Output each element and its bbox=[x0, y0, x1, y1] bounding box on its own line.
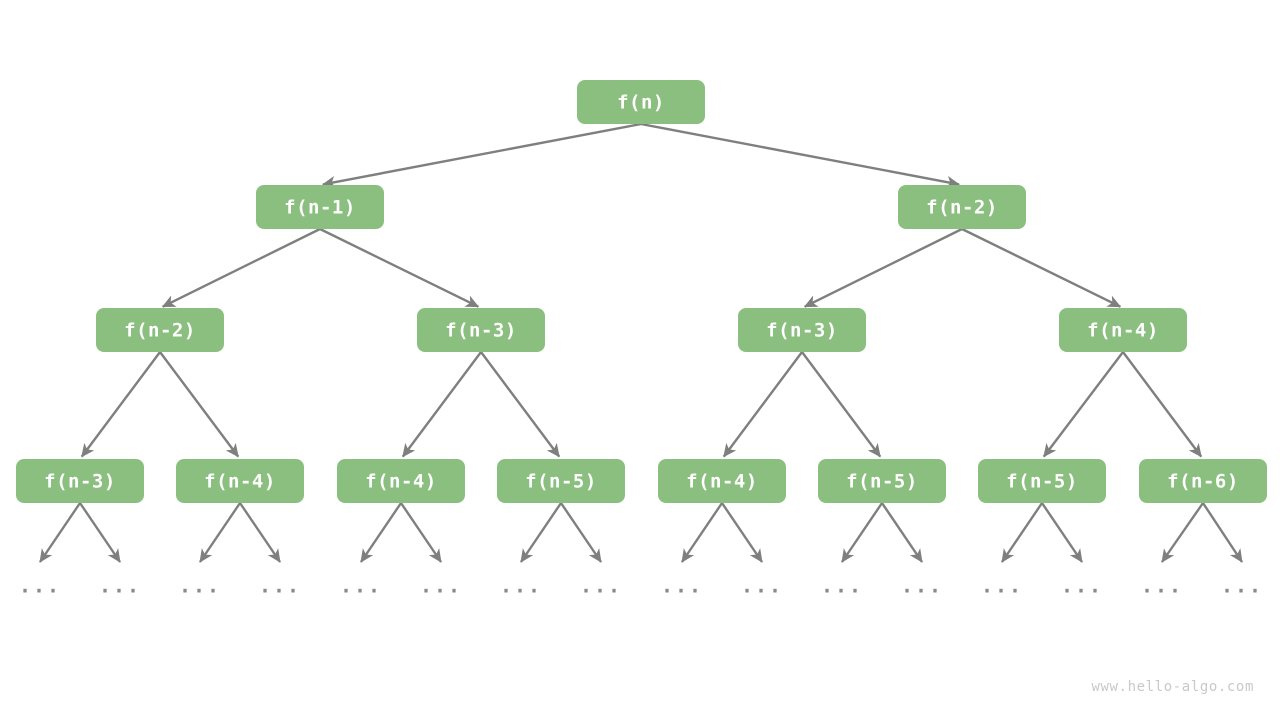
leaf-edge bbox=[79, 502, 121, 563]
tree-node[interactable]: f(n-4) bbox=[337, 459, 465, 503]
tree-edge bbox=[161, 227, 321, 308]
node-box bbox=[16, 459, 144, 503]
node-label: f(n-4) bbox=[204, 471, 276, 493]
ellipsis-marker: ... bbox=[420, 574, 462, 598]
node-box bbox=[96, 308, 224, 352]
node-box bbox=[176, 459, 304, 503]
leaf-edge bbox=[560, 502, 602, 563]
tree-edge bbox=[159, 351, 240, 458]
node-box bbox=[658, 459, 786, 503]
edges-layer bbox=[39, 122, 1244, 563]
node-box bbox=[738, 308, 866, 352]
tree-edge bbox=[1042, 351, 1124, 458]
leaf-edge bbox=[841, 502, 883, 563]
tree-edge bbox=[319, 227, 480, 308]
tree-node[interactable]: f(n-3) bbox=[16, 459, 144, 503]
node-box bbox=[1139, 459, 1267, 503]
tree-node[interactable]: f(n-5) bbox=[497, 459, 625, 503]
tree-edge bbox=[1122, 351, 1203, 458]
ellipsis-marker: ... bbox=[19, 574, 61, 598]
leaf-edge bbox=[239, 502, 281, 563]
node-label: f(n-4) bbox=[686, 471, 758, 493]
ellipsis-marker: ... bbox=[1221, 574, 1263, 598]
node-box bbox=[337, 459, 465, 503]
ellipsis-marker: ... bbox=[821, 574, 863, 598]
leaf-edge bbox=[681, 502, 723, 563]
leaf-edge bbox=[520, 502, 562, 563]
tree-edge bbox=[801, 351, 882, 458]
node-box bbox=[978, 459, 1106, 503]
tree-edge bbox=[401, 351, 482, 458]
node-box bbox=[577, 80, 705, 124]
watermark: www.hello-algo.com bbox=[1091, 679, 1254, 695]
node-box bbox=[898, 185, 1026, 229]
node-box bbox=[256, 185, 384, 229]
ellipsis-marker: ... bbox=[1061, 574, 1103, 598]
tree-edge bbox=[722, 351, 803, 458]
node-label: f(n) bbox=[617, 92, 665, 114]
tree-node[interactable]: f(n-4) bbox=[176, 459, 304, 503]
leaf-edge bbox=[1201, 502, 1244, 563]
tree-edge bbox=[961, 227, 1122, 308]
node-label: f(n-5) bbox=[525, 471, 597, 493]
node-label: f(n-5) bbox=[1006, 471, 1078, 493]
tree-node[interactable]: f(n-3) bbox=[417, 308, 545, 352]
tree-edge bbox=[480, 351, 561, 458]
node-label: f(n-2) bbox=[926, 197, 998, 219]
node-label: f(n-3) bbox=[766, 320, 838, 342]
leaf-edge bbox=[1001, 502, 1043, 563]
tree-node[interactable]: f(n) bbox=[577, 80, 705, 124]
node-label: f(n-3) bbox=[44, 471, 116, 493]
node-label: f(n-4) bbox=[365, 471, 437, 493]
ellipsis-marker: ... bbox=[661, 574, 703, 598]
node-box bbox=[417, 308, 545, 352]
leaf-edge bbox=[400, 502, 442, 563]
leaf-edge bbox=[721, 502, 763, 563]
tree-node[interactable]: f(n-6) bbox=[1139, 459, 1267, 503]
tree-node[interactable]: f(n-3) bbox=[738, 308, 866, 352]
ellipsis-marker: ... bbox=[500, 574, 542, 598]
tree-node[interactable]: f(n-1) bbox=[256, 185, 384, 229]
ellipsis-marker: ... bbox=[741, 574, 783, 598]
leaf-edge bbox=[199, 502, 241, 563]
ellipsis-marker: ... bbox=[259, 574, 301, 598]
node-label: f(n-1) bbox=[284, 197, 356, 219]
tree-node[interactable]: f(n-2) bbox=[898, 185, 1026, 229]
tree-node[interactable]: f(n-5) bbox=[978, 459, 1106, 503]
ellipsis-marker: ... bbox=[901, 574, 943, 598]
node-box bbox=[818, 459, 946, 503]
tree-edge bbox=[640, 122, 960, 189]
leaf-edge bbox=[39, 502, 81, 563]
ellipsis-layer: ........................................… bbox=[19, 574, 1263, 598]
tree-edge bbox=[80, 351, 161, 458]
tree-node[interactable]: f(n-4) bbox=[658, 459, 786, 503]
node-label: f(n-5) bbox=[846, 471, 918, 493]
tree-edge bbox=[803, 227, 963, 308]
ellipsis-marker: ... bbox=[340, 574, 382, 598]
ellipsis-marker: ... bbox=[981, 574, 1023, 598]
leaf-edge bbox=[881, 502, 923, 563]
node-box bbox=[497, 459, 625, 503]
tree-node[interactable]: f(n-2) bbox=[96, 308, 224, 352]
node-label: f(n-4) bbox=[1087, 320, 1159, 342]
leaf-edge bbox=[1161, 502, 1204, 563]
node-box bbox=[1059, 308, 1187, 352]
tree-edge bbox=[322, 122, 642, 189]
node-label: f(n-6) bbox=[1167, 471, 1239, 493]
tree-node[interactable]: f(n-4) bbox=[1059, 308, 1187, 352]
nodes-layer: f(n) f(n-1) f(n-2) f(n-2) f(n-3) f(n-3) f(n-4)… bbox=[16, 80, 1267, 503]
tree-node[interactable]: f(n-5) bbox=[818, 459, 946, 503]
leaf-edge bbox=[360, 502, 402, 563]
node-label: f(n-3) bbox=[445, 320, 517, 342]
leaf-edge bbox=[1041, 502, 1083, 563]
node-label: f(n-2) bbox=[124, 320, 196, 342]
ellipsis-marker: ... bbox=[99, 574, 141, 598]
ellipsis-marker: ... bbox=[179, 574, 221, 598]
ellipsis-marker: ... bbox=[580, 574, 622, 598]
ellipsis-marker: ... bbox=[1141, 574, 1183, 598]
